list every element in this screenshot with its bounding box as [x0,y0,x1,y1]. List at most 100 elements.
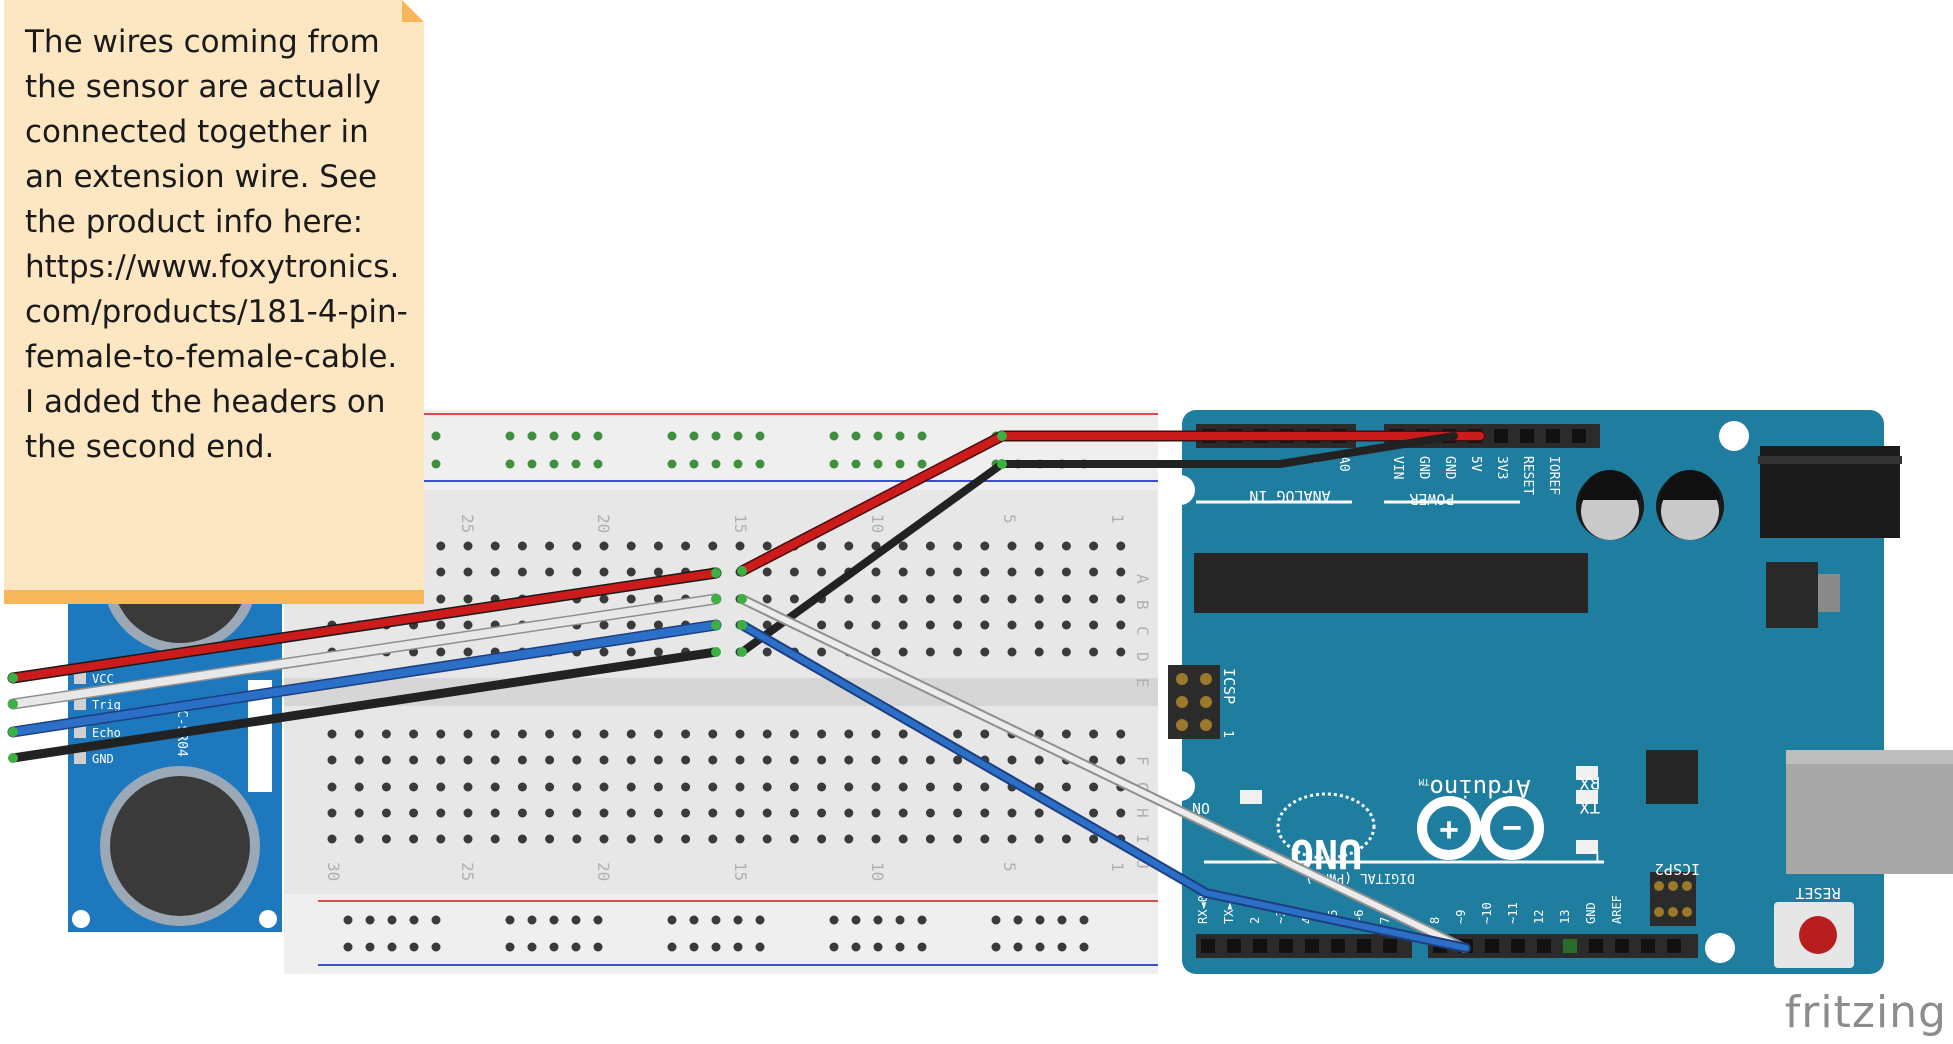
wire-trig[interactable] [9,595,720,708]
header-pin [1485,939,1499,953]
breadboard-hole [490,729,500,739]
icsp2-pin [1682,881,1692,891]
rail-hole [711,459,721,469]
capacitor-mark [1660,470,1720,500]
breadboard-hole [545,567,555,577]
wire-trig-to-pin9[interactable] [739,596,1467,951]
breadboard-hole [626,782,636,792]
breadboard-hole [572,808,582,818]
rail-hole [1057,942,1067,952]
breadboard-hole [1034,647,1044,657]
rail-hole [365,915,375,925]
wire-endpoint [711,568,721,578]
arduino-uno[interactable]: ANALOG IN POWER VIN GND GND 5V 3V3 RESET… [1165,410,1953,974]
on-label: ON [1192,799,1210,817]
breadboard-hole [817,834,827,844]
header-pin [1357,939,1371,953]
breadboard-hole [1034,620,1044,630]
reset-button-cap[interactable] [1799,916,1837,954]
wire-vcc[interactable] [9,569,720,682]
note-card[interactable]: The wires coming from the sensor are act… [4,0,424,604]
rail-hole [829,942,839,952]
note-bottom-bar [4,590,424,604]
breadboard-hole [1007,620,1017,630]
row-label: G [1133,782,1152,792]
breadboard-hole [599,647,609,657]
breadboard-hole [817,567,827,577]
breadboard-hole [1089,808,1099,818]
wire-ground[interactable] [738,432,1458,656]
breadboard-bottom-rail [284,894,1158,974]
breadboard-hole [1034,755,1044,765]
rail-hole [733,459,743,469]
breadboard-hole [898,755,908,765]
rail-hole [549,915,559,925]
digital-pin-label: RX◄0 [1196,895,1210,924]
power-pin-label-5v: 5V [1468,456,1483,472]
breadboard-hole [409,782,419,792]
rail-hole [505,431,515,441]
breadboard-hole [817,782,827,792]
wire-gnd[interactable] [8,647,721,763]
header-pin [1227,939,1241,953]
wire-echo[interactable] [9,621,720,736]
breadboard-hole [354,729,364,739]
breadboard-hole [871,647,881,657]
rail-hole [667,459,677,469]
header-pin [1641,939,1655,953]
breadboard-hole [463,620,473,630]
breadboard-hole [980,729,990,739]
breadboard-hole [762,834,772,844]
rail-hole [755,431,765,441]
rail-hole [711,942,721,952]
rail-hole [917,915,927,925]
plus-icon: + [1439,810,1458,848]
breadboard-hole [1116,567,1126,577]
row-label: J [1133,860,1152,870]
power-label: POWER [1408,490,1454,508]
breadboard-hole [626,541,636,551]
breadboard-hole [354,834,364,844]
breadboard-hole [844,808,854,818]
breadboard-hole [953,782,963,792]
on-led [1240,790,1262,804]
icsp-header-pins [1176,673,1212,731]
rail-hole [549,431,559,441]
breadboard-hole [953,808,963,818]
breadboard-hole [1061,729,1071,739]
rail-hole [991,942,1001,952]
breadboard-hole [436,567,446,577]
breadboard-hole [980,834,990,844]
wire-echo-to-pin8[interactable] [739,622,1469,951]
breadboard-hole [436,620,446,630]
wire-endpoint [8,753,18,763]
breadboard-hole [735,541,745,551]
icsp-pin [1176,719,1188,731]
breadboard-hole [545,808,555,818]
breadboard-hole [708,541,718,551]
rail-hole [593,431,603,441]
breadboard-hole [626,729,636,739]
wire-endpoint [737,647,747,657]
column-label: 10 [868,862,887,881]
breadboard-hole [898,782,908,792]
breadboard-hole [735,729,745,739]
row-label: E [1133,678,1152,688]
rail-hole [1013,942,1023,952]
breadboard-hole [517,541,527,551]
rail-hole [895,915,905,925]
breadboard-hole [490,567,500,577]
rail-hole [917,459,927,469]
voltage-regulator-tab [1818,574,1840,612]
breadboard-hole [953,620,963,630]
rail-hole [851,459,861,469]
rail-hole [667,431,677,441]
rail-hole [387,915,397,925]
icsp-pin [1200,719,1212,731]
breadboard-hole [653,808,663,818]
breadboard-hole [1007,755,1017,765]
breadboard-hole [490,782,500,792]
rail-hole [829,915,839,925]
rail-hole [755,459,765,469]
breadboard-hole [1034,567,1044,577]
